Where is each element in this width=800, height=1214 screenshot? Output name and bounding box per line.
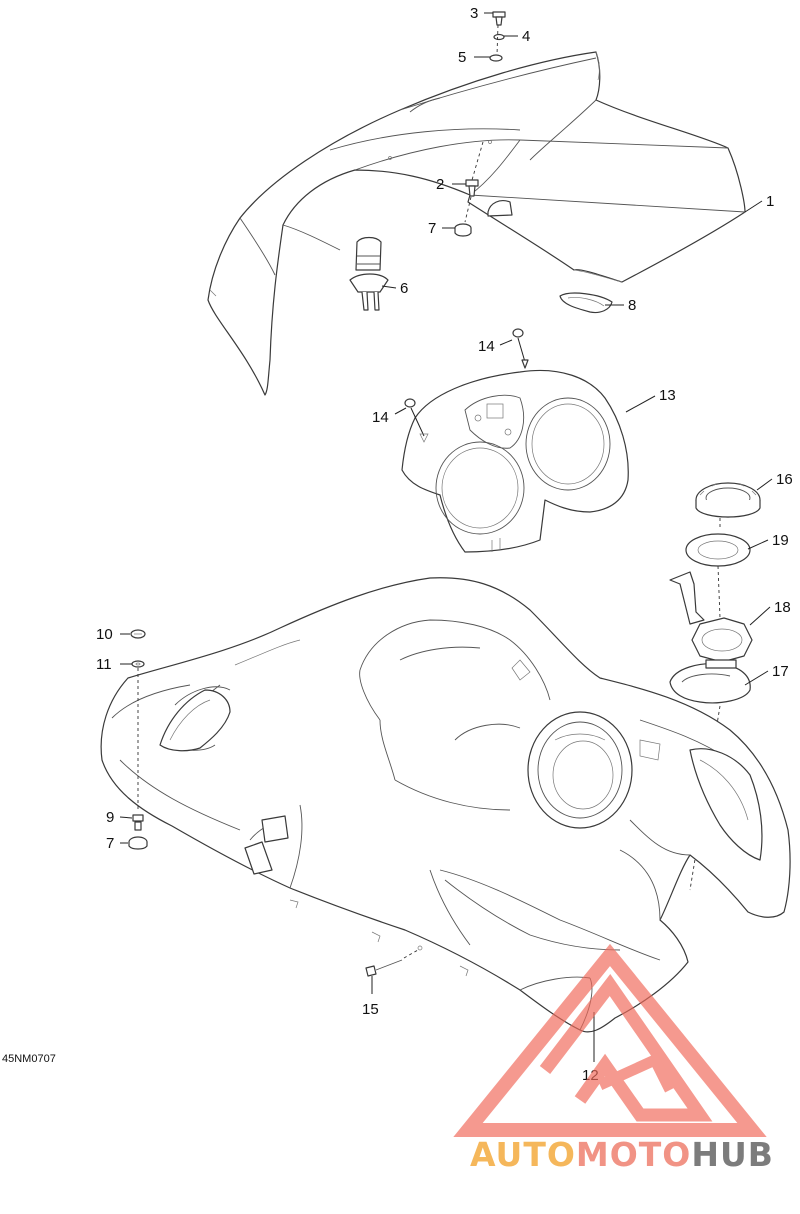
- callout-15: 15: [362, 1001, 379, 1018]
- callout-18: 18: [774, 599, 791, 616]
- callout-14-left: 14: [372, 409, 389, 426]
- callout-3: 3: [470, 5, 478, 22]
- watermark-triangle-logo: [453, 943, 767, 1137]
- drawing-code: 45NM0707: [2, 1053, 56, 1065]
- part-gauge-support: [401, 328, 629, 553]
- part-console: [100, 577, 791, 1033]
- watermark-auto: AUTO: [470, 1135, 576, 1174]
- callout-5: 5: [458, 49, 466, 66]
- part-visor: [207, 51, 746, 396]
- callout-16: 16: [776, 471, 793, 488]
- callout-19: 19: [772, 532, 789, 549]
- rings-group: [669, 482, 761, 891]
- leader-lines: [119, 12, 773, 1062]
- watermark: AUTOMOTOHUB: [453, 943, 774, 1174]
- callout-11: 11: [96, 656, 112, 673]
- callout-labels: 1 2 3 4 5 6 7 7 8 9 10 11 12 13 14 14 15…: [2, 5, 793, 1084]
- hardware-lower: [128, 629, 419, 977]
- callout-1: 1: [766, 193, 774, 210]
- watermark-hub: HUB: [691, 1135, 774, 1174]
- callout-7-lower: 7: [106, 835, 114, 852]
- callout-4: 4: [522, 28, 530, 45]
- watermark-moto: MOTO: [576, 1135, 691, 1174]
- callout-7-upper: 7: [428, 220, 436, 237]
- callout-2: 2: [436, 176, 444, 193]
- watermark-text: AUTOMOTOHUB: [470, 1135, 774, 1174]
- callout-13: 13: [659, 387, 676, 404]
- callout-8: 8: [628, 297, 636, 314]
- callout-6: 6: [400, 280, 408, 297]
- callout-9: 9: [106, 809, 114, 826]
- callout-17: 17: [772, 663, 789, 680]
- callout-10: 10: [96, 626, 113, 643]
- callout-14-top: 14: [478, 338, 495, 355]
